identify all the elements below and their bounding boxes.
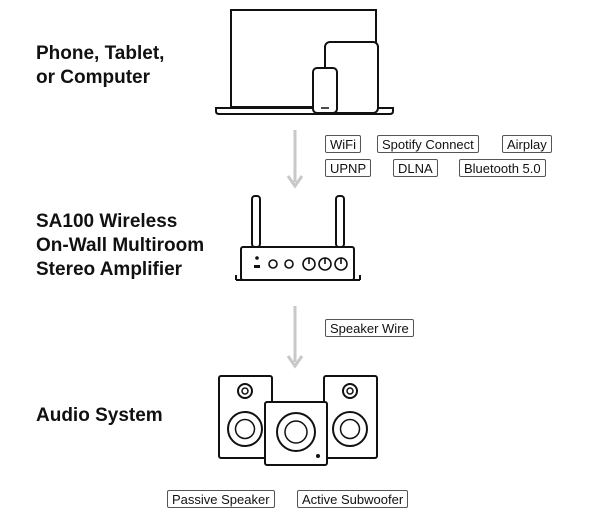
sources-label-line1: Phone, Tablet, xyxy=(36,43,165,64)
subwoofer-icon xyxy=(264,401,328,466)
amplifier-icon xyxy=(235,195,361,281)
audio-system-label: Audio System xyxy=(36,404,163,428)
arrow-down-icon xyxy=(286,130,304,189)
sources-label-line2: or Computer xyxy=(36,67,150,88)
arrow-down-icon xyxy=(286,306,304,369)
amplifier-label-line1: SA100 Wireless xyxy=(36,211,178,232)
right-speaker-icon xyxy=(323,375,378,459)
tag-passive-speaker: Passive Speaker xyxy=(167,490,275,508)
amplifier-label: SA100 Wireless On-Wall Multiroom Stereo … xyxy=(36,210,204,282)
amplifier-label-line2: On-Wall Multiroom xyxy=(36,235,205,256)
phone-icon xyxy=(312,67,338,114)
audio-system-label-text: Audio System xyxy=(36,405,163,426)
tag-airplay: Airplay xyxy=(502,135,552,153)
tag-bluetooth: Bluetooth 5.0 xyxy=(459,159,546,177)
sources-label: Phone, Tablet, or Computer xyxy=(36,42,164,90)
amplifier-label-line3: Stereo Amplifier xyxy=(36,259,183,280)
tag-spotify-connect: Spotify Connect xyxy=(377,135,479,153)
tag-dlna: DLNA xyxy=(393,159,438,177)
tag-active-subwoofer: Active Subwoofer xyxy=(297,490,409,508)
tag-speaker-wire: Speaker Wire xyxy=(325,319,414,337)
tag-upnp: UPNP xyxy=(325,159,372,177)
tag-wifi: WiFi xyxy=(325,135,361,153)
